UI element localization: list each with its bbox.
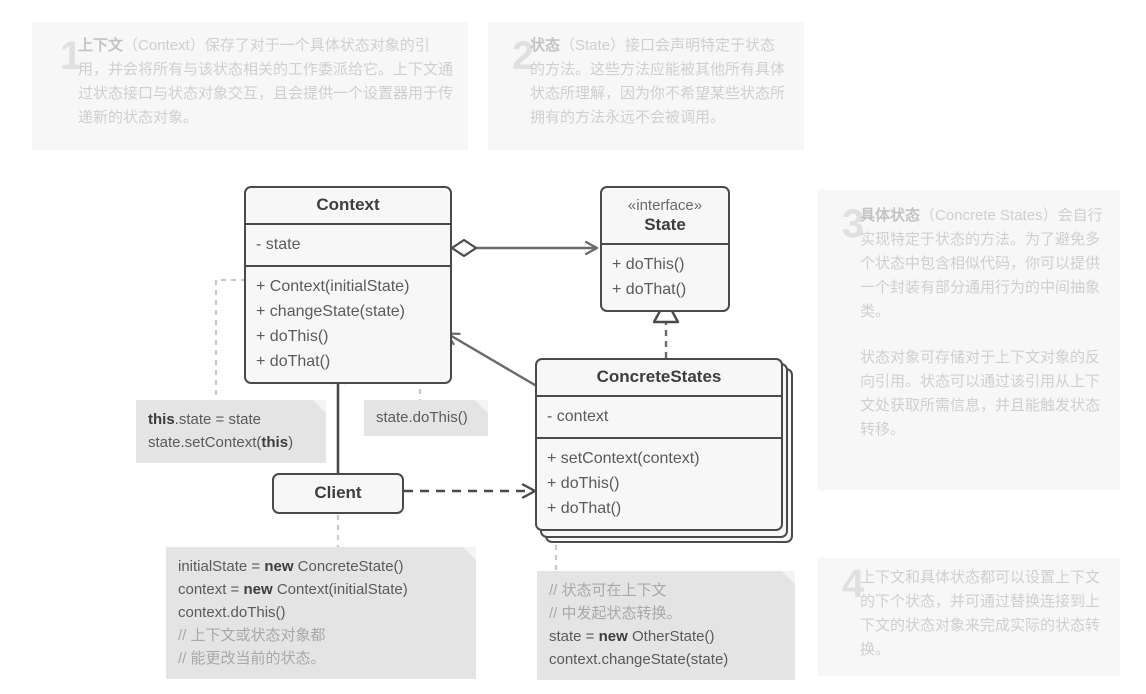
note-client-code-line2: context = new Context(initialState) [178, 578, 464, 601]
code-new-keyword: new [264, 558, 294, 575]
note-fold-icon [313, 400, 326, 413]
note-context-setter-line1: this.state = state [148, 408, 314, 431]
class-context-fields: - state [246, 225, 450, 267]
wire-context-to-state [450, 238, 596, 258]
class-context-name: Context [316, 195, 380, 214]
method-context-changestate: + changeState(state) [256, 303, 405, 320]
method-state-dothat: + doThat() [612, 281, 687, 298]
callout-4: 4 上下文和具体状态都可以设置上下文的下个状态，并可通过替换连接到上下文的状态对… [818, 558, 1120, 676]
field-context: - context [547, 408, 609, 425]
method-state-dothis: + doThis() [612, 256, 685, 273]
callout-2: 2 状态（State）接口会声明特定于状态的方法。这些方法应能被其他所有具体状态… [488, 22, 804, 150]
class-context-header: Context [246, 188, 450, 225]
note-state-dothis-line1: state.doThis() [376, 409, 468, 426]
code-state-assign: state = [549, 628, 599, 645]
code-context-ctor: Context(initialState) [272, 581, 408, 598]
note-context-setter: this.state = state state.setContext(this… [136, 400, 326, 463]
method-context-dothis: + doThis() [256, 328, 329, 345]
note-client-code: initialState = new ConcreteState() conte… [166, 547, 476, 679]
callout-1-rest: （Context）保存了对于一个具体状态对象的引用，并会将所有与该状态相关的工作… [78, 37, 454, 126]
method-setcontext: + setContext(context) [547, 450, 700, 467]
class-state-stereotype: «interface» [627, 197, 703, 214]
callout-3-term: 具体状态 [860, 207, 921, 224]
note-transition-code-line3: state = new OtherState() [549, 625, 783, 648]
class-concretestates-header: ConcreteStates [537, 360, 781, 397]
note-fold-icon [463, 547, 476, 560]
note-context-setter-line2: state.setContext(this) [148, 431, 314, 454]
callout-1-number: 1 [60, 34, 82, 78]
method-cs-dothat: + doThat() [547, 500, 622, 517]
class-client-name: Client [314, 483, 362, 502]
class-concretestates-methods: + setContext(context) + doThis() + doTha… [537, 439, 781, 529]
method-cs-dothis: + doThis() [547, 475, 620, 492]
callout-3: 3 具体状态（Concrete States）会自行实现特定于状态的方法。为了避… [818, 190, 1120, 490]
field-state: - state [256, 236, 301, 253]
note-this-keyword: this [148, 411, 175, 428]
class-state-methods: + doThis() + doThat() [602, 245, 728, 310]
class-concretestates-fields: - context [537, 397, 781, 439]
code-concretestate-ctor: ConcreteState() [293, 558, 404, 575]
class-context[interactable]: Context - state + Context(initialState) … [244, 186, 452, 384]
aggregation-diamond-icon [450, 238, 478, 258]
note-transition-code-line2: // 中发起状态转换。 [549, 605, 682, 622]
callout-2-rest: （State）接口会声明特定于状态的方法。这些方法应能被其他所有具体状态所理解，… [530, 37, 786, 126]
callout-1-text: 上下文（Context）保存了对于一个具体状态对象的引用，并会将所有与该状态相关… [78, 34, 454, 130]
note-client-code-line1: initialState = new ConcreteState() [178, 555, 464, 578]
callout-4-text: 上下文和具体状态都可以设置上下文的下个状态，并可通过替换连接到上下文的状态对象来… [860, 569, 1101, 658]
note-client-code-line5: // 能更改当前的状态。 [178, 650, 326, 667]
note-this-keyword-2: this [261, 434, 289, 451]
callout-3-rest: （Concrete States）会自行实现特定于状态的方法。为了避免多个状态中… [860, 207, 1103, 320]
class-state[interactable]: «interface» State + doThis() + doThat() [600, 186, 730, 312]
code-otherstate-ctor: OtherState() [627, 628, 715, 645]
wire-concretestates-to-context [448, 334, 541, 390]
class-client[interactable]: Client [272, 473, 404, 514]
code-initialstate-assign: initialState = [178, 558, 265, 575]
wire-note-context-setter [214, 278, 246, 402]
note-setcontext-call: state.setContext( [148, 434, 262, 451]
note-transition-code: // 状态可在上下文 // 中发起状态转换。 state = new Other… [537, 571, 795, 680]
class-state-header: «interface» State [602, 188, 728, 245]
note-fold-icon [475, 400, 488, 413]
callout-3-text: 具体状态（Concrete States）会自行实现特定于状态的方法。为了避免多… [860, 204, 1106, 324]
note-fold-icon [782, 571, 795, 584]
callout-4-number: 4 [842, 562, 864, 606]
class-context-methods: + Context(initialState) + changeState(st… [246, 267, 450, 382]
code-new-keyword-2: new [243, 581, 273, 598]
callout-2-text: 状态（State）接口会声明特定于状态的方法。这些方法应能被其他所有具体状态所理… [530, 34, 790, 130]
note-setcontext-close: ) [288, 434, 294, 451]
class-client-header: Client [274, 475, 402, 512]
note-client-code-line3: context.doThis() [178, 604, 286, 621]
note-state-dothis: state.doThis() [364, 400, 488, 436]
callout-1-term: 上下文 [78, 37, 124, 54]
callout-2-term: 状态 [530, 37, 561, 54]
callout-2-number: 2 [512, 34, 534, 78]
code-new-keyword-3: new [598, 628, 628, 645]
callout-3-number: 3 [842, 202, 864, 246]
code-context-assign: context = [178, 581, 244, 598]
note-client-code-line4: // 上下文或状态对象都 [178, 627, 326, 644]
class-concretestates[interactable]: ConcreteStates - context + setContext(co… [535, 358, 783, 531]
method-context-dothat: + doThat() [256, 353, 331, 370]
class-state-name: State [644, 215, 686, 234]
callout-3-text-2: 状态对象可存储对于上下文对象的反向引用。状态可以通过该引用从上下文处获取所需信息… [860, 349, 1101, 438]
method-context-ctor: + Context(initialState) [256, 278, 410, 295]
class-concretestates-name: ConcreteStates [596, 367, 722, 386]
note-transition-code-line4: context.changeState(state) [549, 651, 729, 668]
callout-1: 1 上下文（Context）保存了对于一个具体状态对象的引用，并会将所有与该状态… [32, 22, 468, 150]
note-assign-expr: .state = state [174, 411, 261, 428]
note-transition-code-line1: // 状态可在上下文 [549, 582, 667, 599]
